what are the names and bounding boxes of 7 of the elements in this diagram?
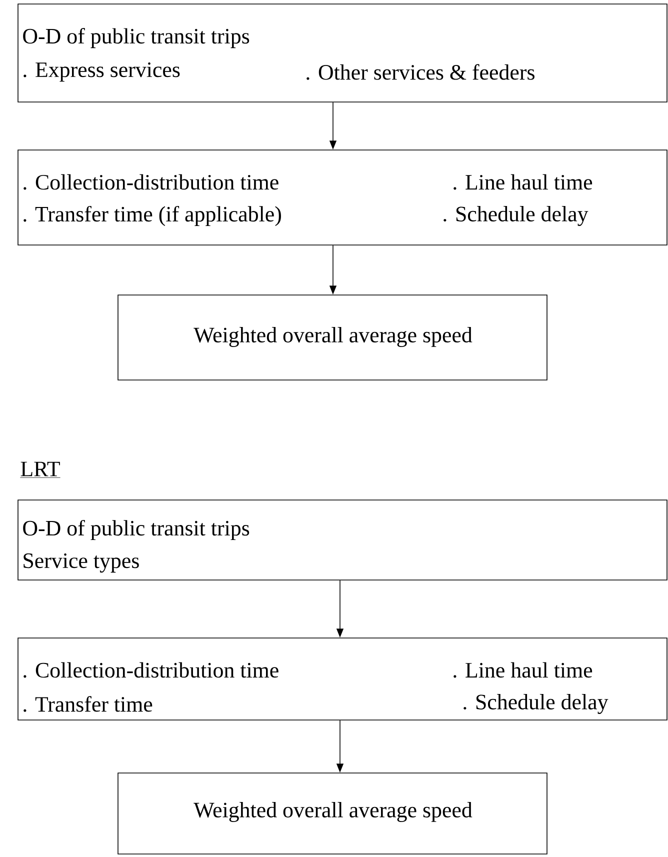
process-box: O-D of public transit trips Service types: [18, 500, 668, 580]
process-box: Weighted overall average speed: [118, 294, 548, 380]
section-heading: LRT: [20, 462, 60, 478]
process-box: Weighted overall average speed: [118, 772, 548, 854]
process-box: O-D of public transit trips . Express services . Other services & feeders: [18, 4, 668, 102]
process-box: . Collection-distribution time . Line haul time . Transfer time (if applicable) . Schedule delay: [18, 150, 668, 246]
process-box: . Collection-distribution time . Line haul time . Transfer time . Schedule delay: [18, 638, 668, 720]
